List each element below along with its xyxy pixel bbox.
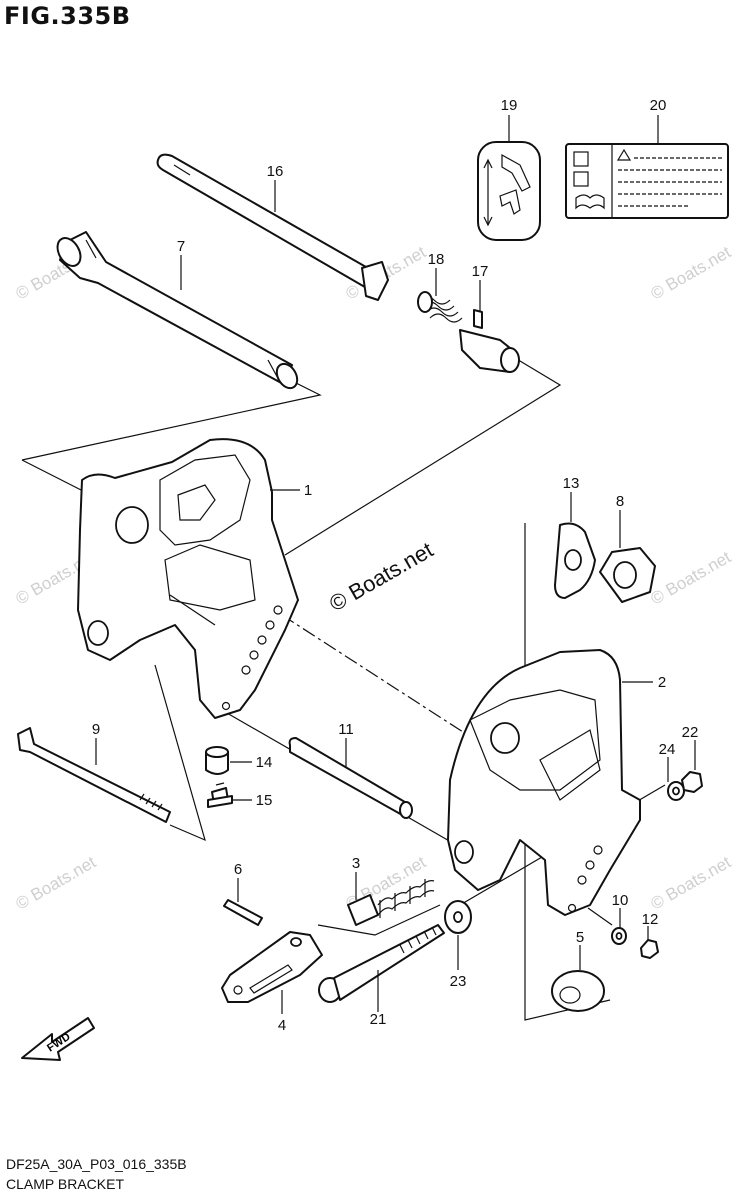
watermark-6: © Boats.net: [13, 852, 100, 913]
label-11: 11: [338, 721, 354, 738]
watermark-8: © Boats.net: [648, 852, 735, 913]
watermark-main: © Boats.net: [325, 537, 437, 616]
clamp-bracket-part-2: [447, 649, 641, 916]
screw-part-15: [207, 782, 233, 808]
label-16: 16: [267, 163, 284, 180]
screw-part-3: [347, 879, 435, 926]
label-3: 3: [352, 855, 360, 872]
washer-part-24: [667, 781, 685, 801]
watermark-3: © Boats.net: [648, 242, 735, 303]
fwd-arrow-icon: FWD: [21, 1017, 95, 1061]
nut-part-22: [681, 771, 703, 793]
label-10: 10: [612, 892, 629, 909]
bolt-part-9: [17, 727, 171, 823]
label-17: 17: [472, 263, 489, 280]
watermark-5: © Boats.net: [648, 547, 735, 608]
label-22: 22: [682, 724, 699, 741]
label-20: 20: [650, 97, 667, 114]
figure-code: DF25A_30A_P03_016_335B: [6, 1156, 187, 1172]
label-7: 7: [177, 238, 185, 255]
label-14: 14: [256, 754, 273, 771]
label-19: 19: [501, 97, 518, 114]
label-15: 15: [256, 792, 273, 809]
bushing-part-14: [205, 746, 229, 775]
label-21: 21: [370, 1011, 387, 1028]
pin-part-11: [288, 737, 413, 819]
label-part-20: [565, 143, 729, 219]
nut-part-12: [640, 939, 659, 959]
figure-title: FIG.335B: [4, 2, 131, 30]
label-18: 18: [428, 251, 445, 268]
label-6: 6: [234, 861, 242, 878]
handle-part-4: [221, 931, 323, 1003]
clamp-rod-part-16: [156, 153, 389, 301]
label-8: 8: [616, 493, 624, 510]
figure-name: CLAMP BRACKET: [6, 1176, 124, 1192]
nut-part-8: [599, 547, 656, 603]
pin-part-6: [223, 899, 263, 926]
cap-part-5: [551, 970, 605, 1012]
washer-part-10: [611, 927, 627, 945]
label-12: 12: [642, 911, 659, 928]
label-13: 13: [563, 475, 580, 492]
screw-rod-part-21: [318, 924, 445, 1003]
sleeve-part-17: [459, 309, 520, 373]
clamp-bracket-part-1: [77, 438, 299, 719]
label-24: 24: [659, 741, 676, 758]
label-5: 5: [576, 929, 584, 946]
pivot-tube-part-7: [56, 231, 299, 390]
part-labels: 19 20 16 7 18 17 1 13 8 2 9 11 22 24 14 …: [92, 97, 699, 1034]
label-4: 4: [278, 1017, 286, 1034]
label-23: 23: [450, 973, 467, 990]
leader-lines: [95, 115, 696, 1014]
washer-part-23: [444, 900, 472, 934]
label-9: 9: [92, 721, 100, 738]
spring-part-18: [417, 291, 463, 323]
label-1: 1: [304, 482, 312, 499]
sticker-part-19: [477, 141, 541, 241]
plate-part-13: [554, 522, 596, 599]
label-2: 2: [658, 674, 666, 691]
